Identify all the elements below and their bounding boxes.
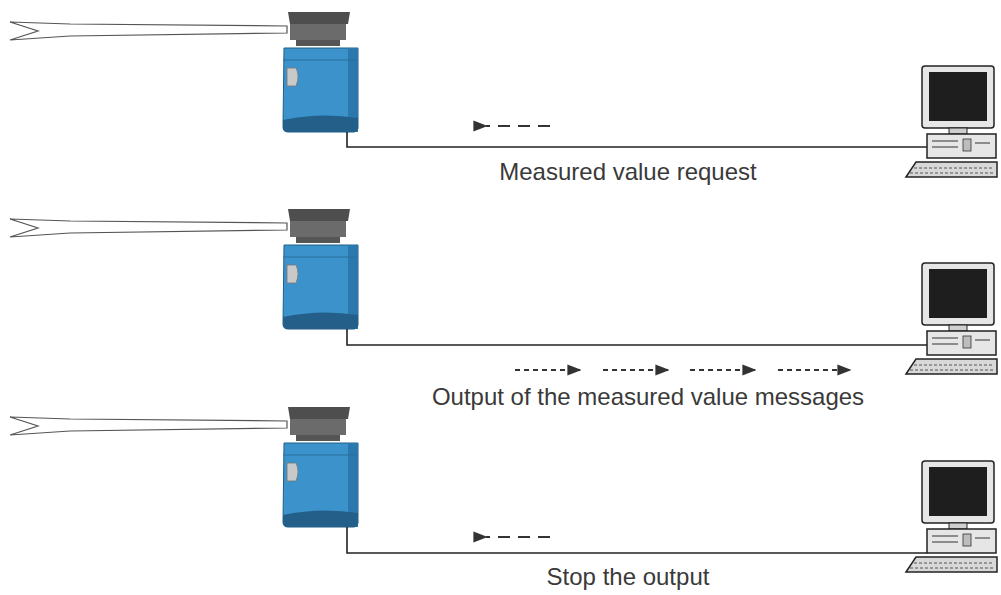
caption-label: Stop the output	[547, 563, 710, 591]
computer	[906, 263, 997, 374]
dotted-arrows	[515, 369, 850, 371]
row-one	[10, 12, 997, 177]
dashed-arrow	[486, 536, 550, 538]
row-two	[10, 209, 997, 374]
caption-label: Measured value request	[499, 158, 756, 186]
dashed-arrow	[486, 125, 550, 127]
computer	[906, 66, 997, 177]
cable	[347, 132, 927, 147]
caption-label: Output of the measured value messages	[432, 383, 864, 411]
computer	[906, 461, 997, 572]
cable	[347, 329, 927, 345]
row-three	[10, 407, 997, 572]
laser-scanner	[10, 12, 358, 132]
laser-scanner	[10, 407, 358, 527]
cable	[347, 527, 927, 553]
laser-scanner	[10, 209, 358, 329]
